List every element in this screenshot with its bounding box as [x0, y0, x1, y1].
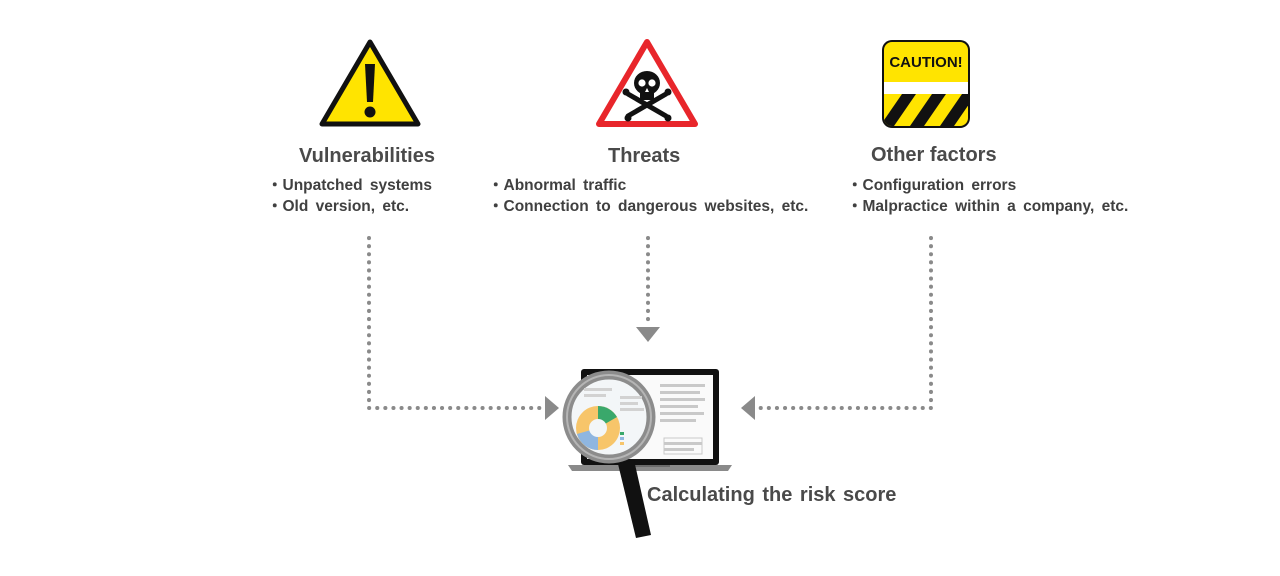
list-item: ・Unpatched systems	[267, 177, 432, 194]
arrowhead-center	[636, 327, 660, 342]
arrowhead-right	[741, 396, 755, 420]
list-vulnerabilities: ・Unpatched systems ・Old version, etc.	[267, 175, 432, 217]
list-other-factors: ・Configuration errors ・Malpractice withi…	[847, 175, 1128, 217]
list-threats: ・Abnormal traffic ・Connection to dangero…	[488, 175, 808, 217]
list-item: ・Connection to dangerous websites, etc.	[488, 198, 809, 215]
arrowhead-left	[545, 396, 559, 420]
skull-crossbones-icon	[596, 39, 698, 127]
connector-right	[753, 236, 933, 410]
caution-sign-text: CAUTION!	[889, 54, 962, 71]
result-caption: Calculating the risk score	[647, 484, 897, 506]
list-item: ・Old version, etc.	[267, 198, 410, 215]
warning-exclamation-icon	[319, 39, 421, 127]
donut-chart-graphic	[576, 406, 620, 450]
heading-vulnerabilities: Vulnerabilities	[299, 145, 435, 167]
caution-sign-icon: CAUTION!	[882, 40, 970, 128]
list-item: ・Configuration errors	[847, 177, 1017, 194]
heading-threats: Threats	[608, 145, 681, 167]
heading-other-factors: Other factors	[871, 144, 997, 166]
list-item: ・Abnormal traffic	[488, 177, 627, 194]
laptop-magnifier-icon	[562, 369, 732, 538]
connector-left	[367, 236, 547, 410]
list-item: ・Malpractice within a company, etc.	[847, 198, 1129, 215]
